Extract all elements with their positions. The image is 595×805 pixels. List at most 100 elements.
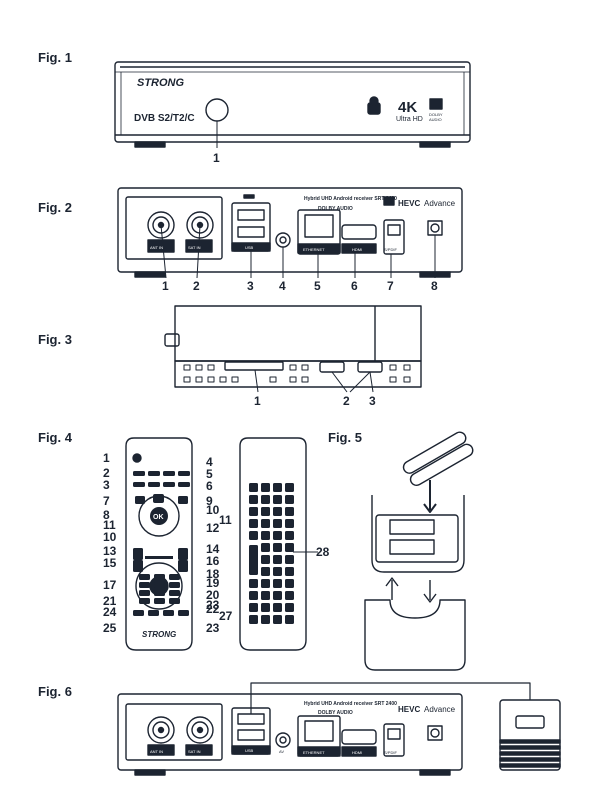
fig5-label: Fig. 5 — [328, 430, 362, 445]
keyboard-key-11-0 — [249, 615, 258, 624]
fig2-callout-4: 4 — [279, 279, 286, 293]
keyboard-key-3-2 — [273, 519, 282, 528]
remote-key-6-2 — [169, 582, 180, 588]
keyboard-key-6-3 — [285, 555, 294, 564]
fig4-ok-label: OK — [153, 514, 164, 521]
fig4-left-callout-5: 11 — [103, 518, 116, 532]
remote-key-3-0 — [133, 548, 143, 560]
fig3-callout-3: 3 — [369, 394, 376, 408]
keyboard-key-10-0 — [249, 603, 258, 612]
fig2-usb-label: USB — [245, 245, 254, 250]
keyboard-key-5-1 — [261, 543, 270, 552]
keyboard-key-1-2 — [273, 495, 282, 504]
remote-key-5-2 — [169, 574, 180, 580]
fig4-left-callout-12: 25 — [103, 621, 117, 635]
keyboard-key-0-2 — [273, 483, 282, 492]
fig6-hevc: HEVC — [398, 705, 420, 714]
remote-key-0-0 — [133, 471, 145, 476]
fig4-left-callout-9: 17 — [103, 578, 117, 592]
fig4-right-callout-7: 14 — [206, 542, 220, 556]
fig4-left-callout-7: 13 — [103, 544, 117, 558]
keyboard-key-2-1 — [261, 507, 270, 516]
keyboard-key-6-2 — [273, 555, 282, 564]
remote-key-8-1 — [154, 598, 165, 604]
fig3-vents — [183, 364, 411, 383]
fig1-receiver-front — [114, 61, 471, 148]
keyboard-key-11-1 — [261, 615, 270, 624]
fig4-right-callout-3: 9 — [206, 494, 213, 508]
fig2-callout-8: 8 — [431, 279, 438, 293]
remote-mid-bar — [145, 556, 173, 559]
keyboard-key-5-3 — [285, 543, 294, 552]
fig2-ethernet-label: ETHERNET — [303, 247, 325, 252]
keyboard-key-6-1 — [261, 555, 270, 564]
keyboard-key-1-1 — [261, 495, 270, 504]
keyboard-key-1-0 — [249, 495, 258, 504]
remote-key-1-1 — [148, 482, 160, 487]
keyboard-key-8-0 — [249, 579, 258, 588]
remote-key-6-0 — [139, 582, 150, 588]
remote-key-6-1 — [154, 582, 165, 588]
keyboard-key-11-3 — [285, 615, 294, 624]
remote-key-8-0 — [139, 598, 150, 604]
remote-key-9-2 — [163, 610, 174, 616]
keyboard-key-7-3 — [285, 567, 294, 576]
fig2-callout-3: 3 — [247, 279, 254, 293]
keyboard-key-4-0 — [249, 531, 258, 540]
fig6-ethernet-label: ETHERNET — [303, 750, 325, 755]
fig6-dolby: DOLBY AUDIO — [318, 710, 353, 716]
fig2-callout-7: 7 — [387, 279, 394, 293]
fig1-standards: DVB S2/T2/C — [134, 113, 195, 124]
fig3-receiver-side — [164, 305, 422, 393]
fig4-left-callout-1: 2 — [103, 466, 110, 480]
remote-key-7-0 — [139, 590, 150, 596]
remote-key-5-1 — [154, 574, 165, 580]
remote-dpad — [138, 495, 180, 537]
fig4-left-callout-4: 8 — [103, 508, 110, 522]
fig2-hdmi-label: HDMI — [352, 247, 362, 252]
remote-key-9-0 — [133, 610, 144, 616]
remote-back-keys — [249, 483, 294, 624]
fig6-av-label: AV — [279, 749, 284, 754]
fig4-right-callout-15: 23 — [206, 621, 220, 635]
keyboard-key-7-2 — [273, 567, 282, 576]
fig2-callout-6: 6 — [351, 279, 358, 293]
fig6-hdmi-label: HDMI — [352, 750, 362, 755]
keyboard-key-8-3 — [285, 579, 294, 588]
fig2-callout-1: 1 — [162, 279, 169, 293]
fig1-label: Fig. 1 — [38, 50, 72, 65]
fig4-right-callout-5: 11 — [219, 513, 232, 527]
keyboard-key-1-3 — [285, 495, 294, 504]
fig1-dolby-audio: AUDIO — [429, 117, 442, 122]
fig4-left-callout-3: 7 — [103, 494, 110, 508]
keyboard-key-3-0 — [249, 519, 258, 528]
keyboard-key-9-3 — [285, 591, 294, 600]
keyboard-key-4-2 — [273, 531, 282, 540]
fig6-model-title: Hybrid UHD Android receiver SRT 2400 — [304, 701, 397, 707]
fig4-brand: STRONG — [142, 630, 176, 639]
keyboard-key-2-0 — [249, 507, 258, 516]
fig4-right-callout-1: 5 — [206, 467, 213, 481]
fig4-right-callout-9: 18 — [206, 567, 220, 581]
keyboard-key-8-2 — [273, 579, 282, 588]
keyboard-key-10-3 — [285, 603, 294, 612]
remote-key-4-0 — [133, 560, 143, 572]
remote-key-0-2 — [163, 471, 175, 476]
keyboard-key-11-2 — [273, 615, 282, 624]
power-button — [205, 98, 229, 122]
keyboard-key-5-2 — [273, 543, 282, 552]
keyboard-key-2-2 — [273, 507, 282, 516]
fig1-brand: STRONG — [137, 77, 185, 89]
remote-key-4-1 — [178, 560, 188, 572]
fig2-hevc: HEVC — [398, 199, 420, 208]
keyboard-key-4-1 — [261, 531, 270, 540]
fig2-spdif-label: S/PDIF — [384, 247, 397, 252]
fig4-remote-front — [125, 437, 193, 651]
fig4-remote-keyboard — [239, 437, 318, 651]
fig1-ultrahd: Ultra HD — [396, 116, 423, 123]
keyboard-key-0-3 — [285, 483, 294, 492]
fig2-receiver-rear — [117, 187, 463, 279]
fig4-right-callout-14: 27 — [219, 609, 233, 623]
remote-key-1-2 — [163, 482, 175, 487]
